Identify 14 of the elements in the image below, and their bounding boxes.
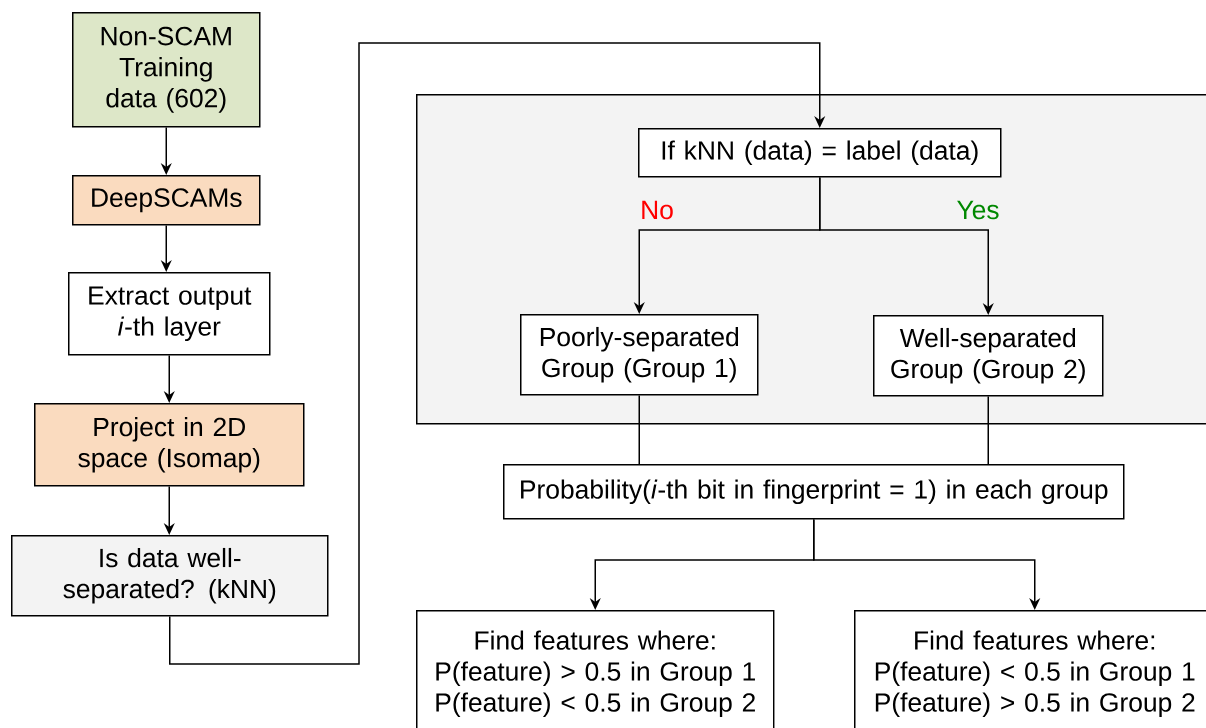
process-box: Probability(i-th bit in fingerprint = 1) in each group — [503, 464, 1125, 520]
process-box: Extract output i-th layer — [68, 272, 271, 356]
result-box: Find features where: P(feature) < 0.5 in Group 1 P(feature) > 0.5 in Group 2 — [854, 610, 1206, 728]
process-box: Project in 2D space (Isomap) — [34, 403, 305, 487]
edge-label: No — [642, 200, 673, 220]
group-box: Poorly-separated Group (Group 1) — [520, 314, 759, 396]
process-box: Non-SCAM Training data (602) — [72, 12, 261, 128]
decision-box: Is data well-separated? (kNN) — [11, 535, 329, 617]
result-box: Find features where: P(feature) > 0.5 in Group 1 P(feature) < 0.5 in Group 2 — [416, 610, 775, 728]
arrow — [169, 42, 826, 665]
process-box: DeepSCAMs — [72, 175, 261, 226]
group-box: Well-separated Group (Group 2) — [873, 315, 1104, 397]
edge-label: Yes — [957, 200, 999, 220]
condition-box: If kNN (data) = label (data) — [638, 128, 1002, 178]
